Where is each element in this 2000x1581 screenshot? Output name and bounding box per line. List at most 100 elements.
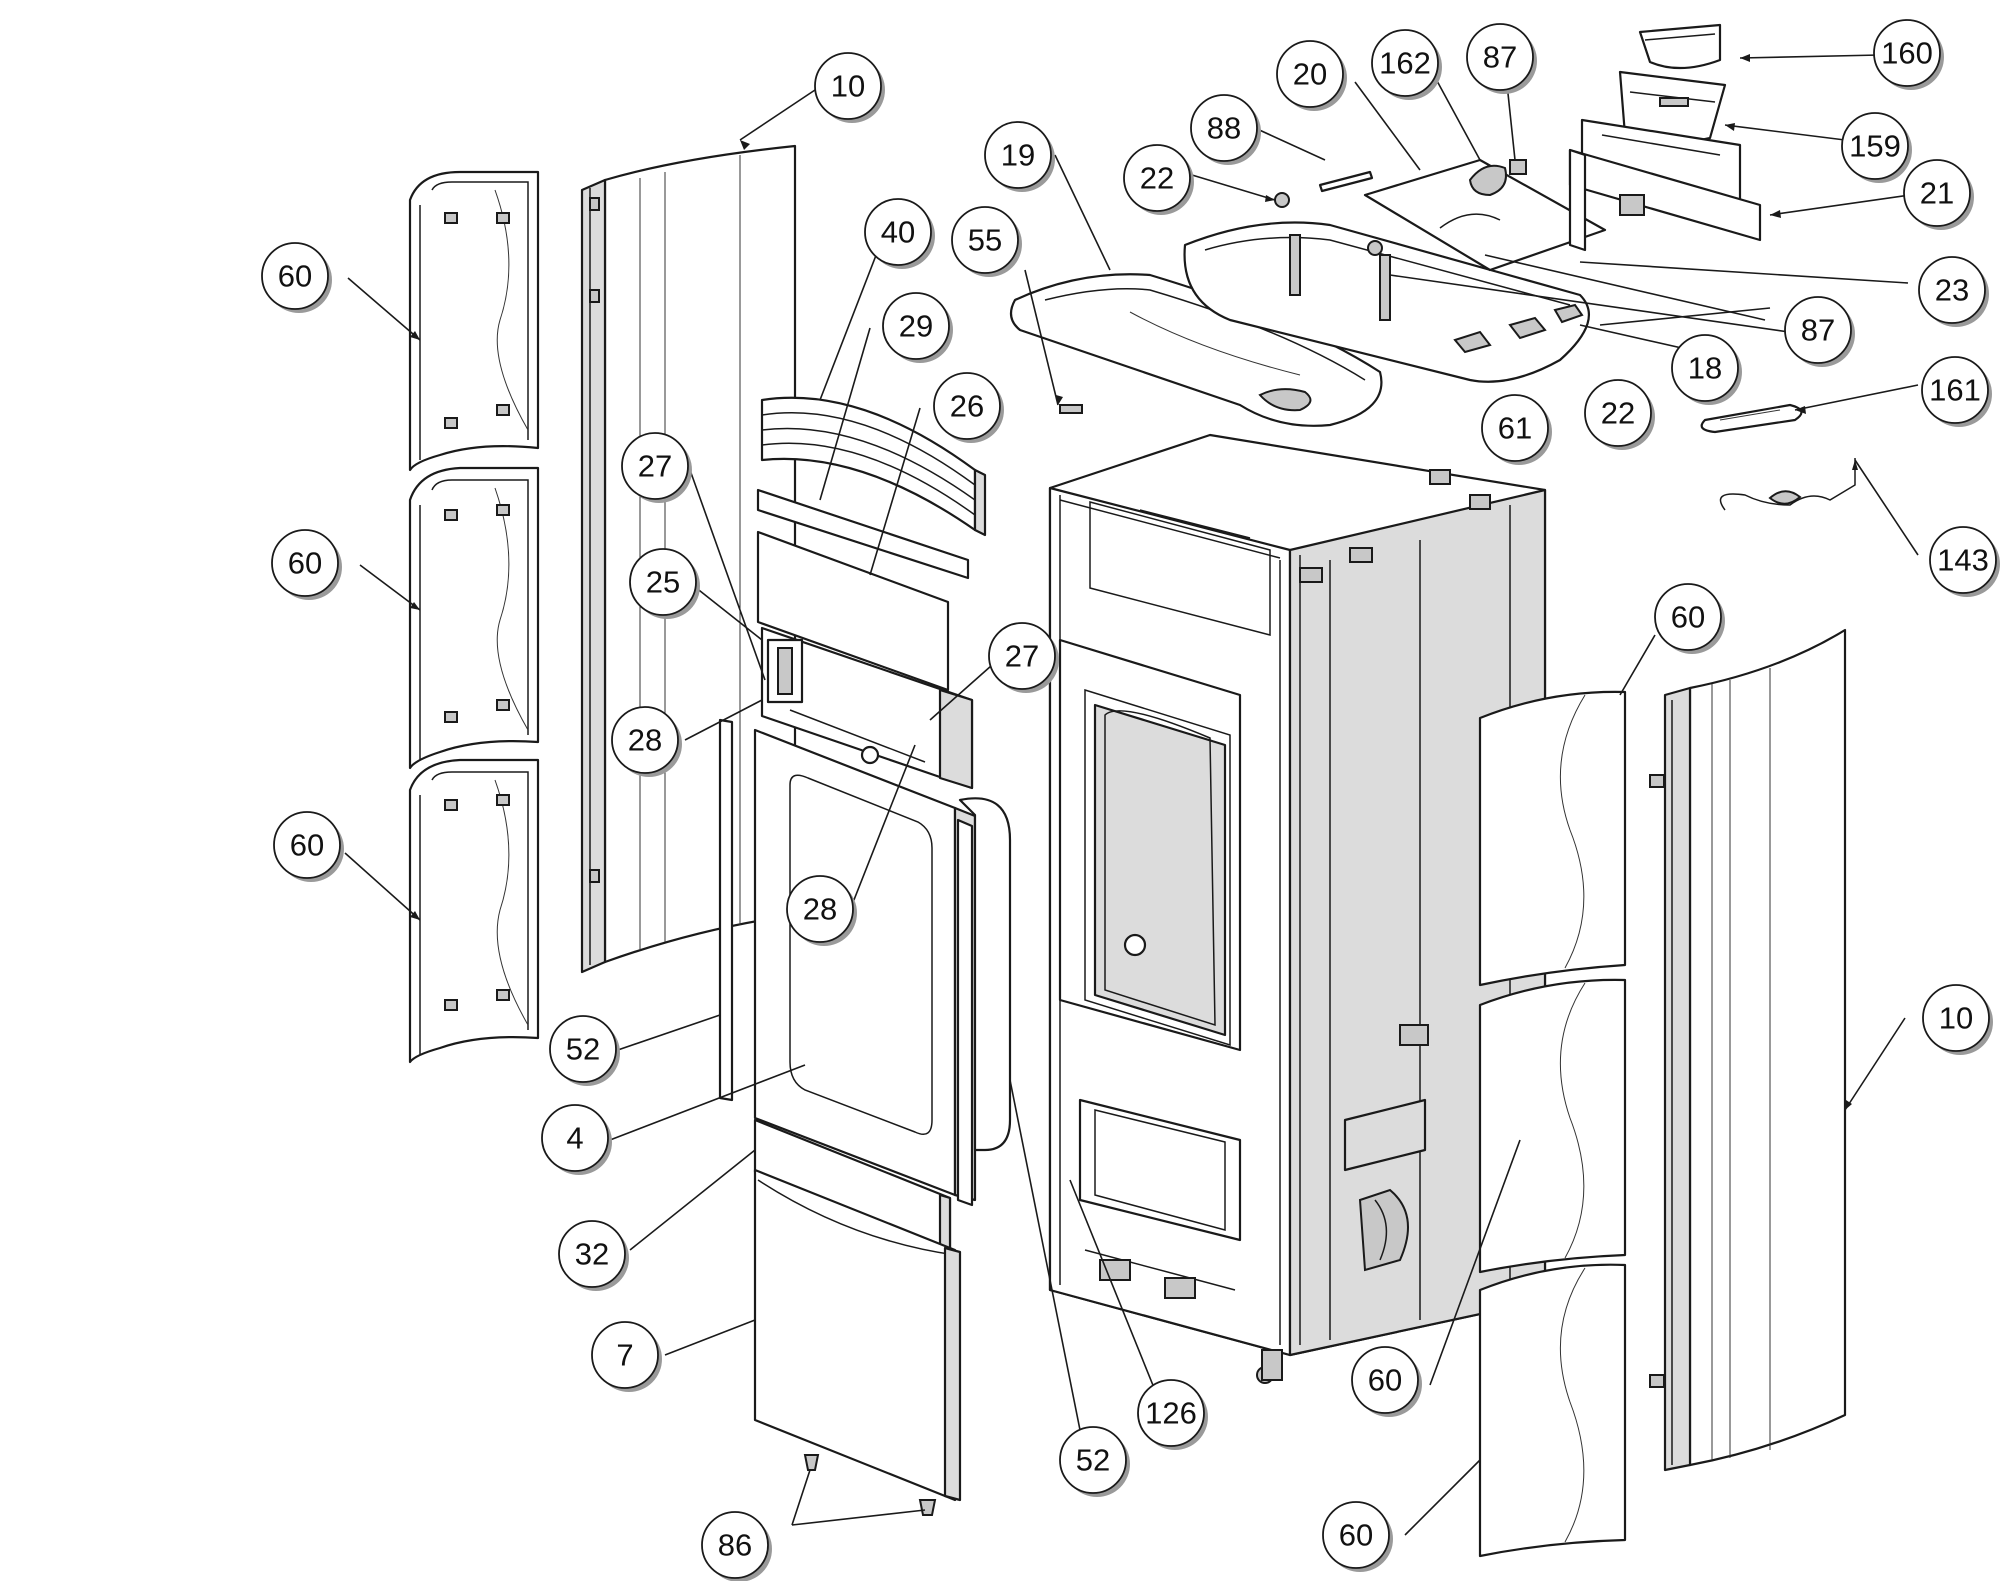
part-number-label: 60 [1368, 1363, 1402, 1398]
part-number-label: 40 [881, 215, 915, 250]
bubble-circle [541, 1104, 609, 1172]
part-number-label: 21 [1920, 176, 1954, 211]
part-label-bubble: 60 [273, 811, 344, 882]
bubble-circle [1922, 984, 1990, 1052]
part-number-label: 60 [1339, 1518, 1373, 1553]
part-number-label: 19 [1001, 138, 1035, 173]
bubble-circle [951, 206, 1019, 274]
part-number-label: 10 [831, 69, 865, 104]
door-seal-strip-right [956, 818, 974, 1207]
part-label-bubble: 160 [1873, 19, 1944, 90]
bubble-circle [814, 52, 882, 120]
bubble-circle [273, 811, 341, 879]
bubble-circle [1137, 1379, 1205, 1447]
bubble-circle [558, 1220, 626, 1288]
part-number-label: 4 [566, 1121, 583, 1156]
bubble-circle [629, 548, 697, 616]
control-panel-cover [1638, 23, 1722, 70]
bubble-circle [591, 1321, 659, 1389]
part-label-bubble: 143 [1929, 526, 2000, 597]
part-number-label: 27 [1005, 639, 1039, 674]
bubble-circle [988, 622, 1056, 690]
deflector-plate [756, 488, 970, 580]
bubble-circle [1322, 1501, 1390, 1569]
part-label-bubble: 22 [1123, 144, 1194, 215]
part-number-label: 160 [1881, 36, 1933, 71]
part-label-bubble: 159 [1841, 112, 1912, 183]
bubble-circle [1671, 334, 1739, 402]
door-seal-strip-left [718, 718, 734, 1102]
side-tile-lower [408, 758, 540, 1064]
part-number-label: 86 [718, 1528, 752, 1563]
part-label-bubble: 60 [1351, 1346, 1422, 1417]
part-label-bubble: 29 [882, 292, 953, 363]
bubble-circle [1371, 29, 1439, 97]
part-label-bubble: 87 [1466, 23, 1537, 94]
part-number-label: 143 [1937, 543, 1989, 578]
part-label-bubble: 126 [1137, 1379, 1208, 1450]
part-number-label: 87 [1483, 40, 1517, 75]
part-number-label: 23 [1935, 273, 1969, 308]
bubble-circle [1351, 1346, 1419, 1414]
bubble-circle [1903, 159, 1971, 227]
part-number-label: 60 [278, 259, 312, 294]
part-number-label: 159 [1849, 129, 1901, 164]
part-label-bubble: 21 [1903, 159, 1974, 230]
part-label-bubble: 28 [611, 706, 682, 777]
side-tile-middle [408, 466, 540, 770]
part-number-label: 18 [1688, 351, 1722, 386]
part-number-label: 60 [1671, 600, 1705, 635]
stove-body-frame [1048, 433, 1547, 1384]
bubble-circle [621, 432, 689, 500]
bubble-circle [261, 242, 329, 310]
side-panel-right [1649, 628, 1847, 1472]
part-label-bubble: 7 [591, 1321, 662, 1392]
top-cover-front [1009, 273, 1383, 427]
part-number-label: 26 [950, 389, 984, 424]
part-number-label: 61 [1498, 411, 1532, 446]
bubble-circle [271, 529, 339, 597]
bubble-circle [1654, 583, 1722, 651]
bubble-circle [1466, 23, 1534, 91]
bubble-circle [1841, 112, 1909, 180]
fastener-screws [803, 1454, 937, 1516]
part-label-bubble: 10 [814, 52, 885, 123]
bubble-circle [1921, 356, 1989, 424]
part-label-bubble: 60 [261, 242, 332, 313]
part-number-label: 87 [1801, 313, 1835, 348]
part-label-bubble: 27 [621, 432, 692, 503]
part-label-bubble: 18 [1671, 334, 1742, 405]
part-label-bubble: 60 [1654, 583, 1725, 654]
lower-front-panel [753, 1168, 962, 1502]
top-lid-plate [1363, 158, 1607, 272]
part-number-label: 161 [1929, 373, 1981, 408]
bubble-circle [1929, 526, 1997, 594]
part-number-label: 60 [288, 546, 322, 581]
part-label-bubble: 23 [1918, 256, 1989, 327]
bubble-circle [1584, 379, 1652, 447]
part-label-bubble: 52 [549, 1015, 620, 1086]
part-number-label: 55 [968, 223, 1002, 258]
part-label-bubble: 10 [1922, 984, 1993, 1055]
part-label-bubble: 87 [1784, 296, 1855, 367]
part-label-bubble: 27 [988, 622, 1059, 693]
right-tile-upper [1478, 690, 1627, 987]
part-label-bubble: 22 [1584, 379, 1655, 450]
part-label-bubble: 55 [951, 206, 1022, 277]
bubble-circle [549, 1015, 617, 1083]
bubble-circle [1276, 40, 1344, 108]
right-tile-lower [1478, 1263, 1627, 1558]
bubble-circle [1190, 94, 1258, 162]
part-label-bubble: 28 [786, 875, 857, 946]
bubble-circle [1123, 144, 1191, 212]
upper-front-plate [756, 530, 950, 692]
bubble-circle [1481, 394, 1549, 462]
part-label-bubble: 40 [864, 198, 935, 269]
part-number-label: 25 [646, 565, 680, 600]
part-number-label: 32 [575, 1237, 609, 1272]
part-label-bubble: 161 [1921, 356, 1992, 427]
part-number-label: 20 [1293, 57, 1327, 92]
right-tile-middle [1478, 978, 1627, 1274]
top-fittings [1059, 159, 1527, 414]
leader-lines [344, 54, 1919, 1536]
